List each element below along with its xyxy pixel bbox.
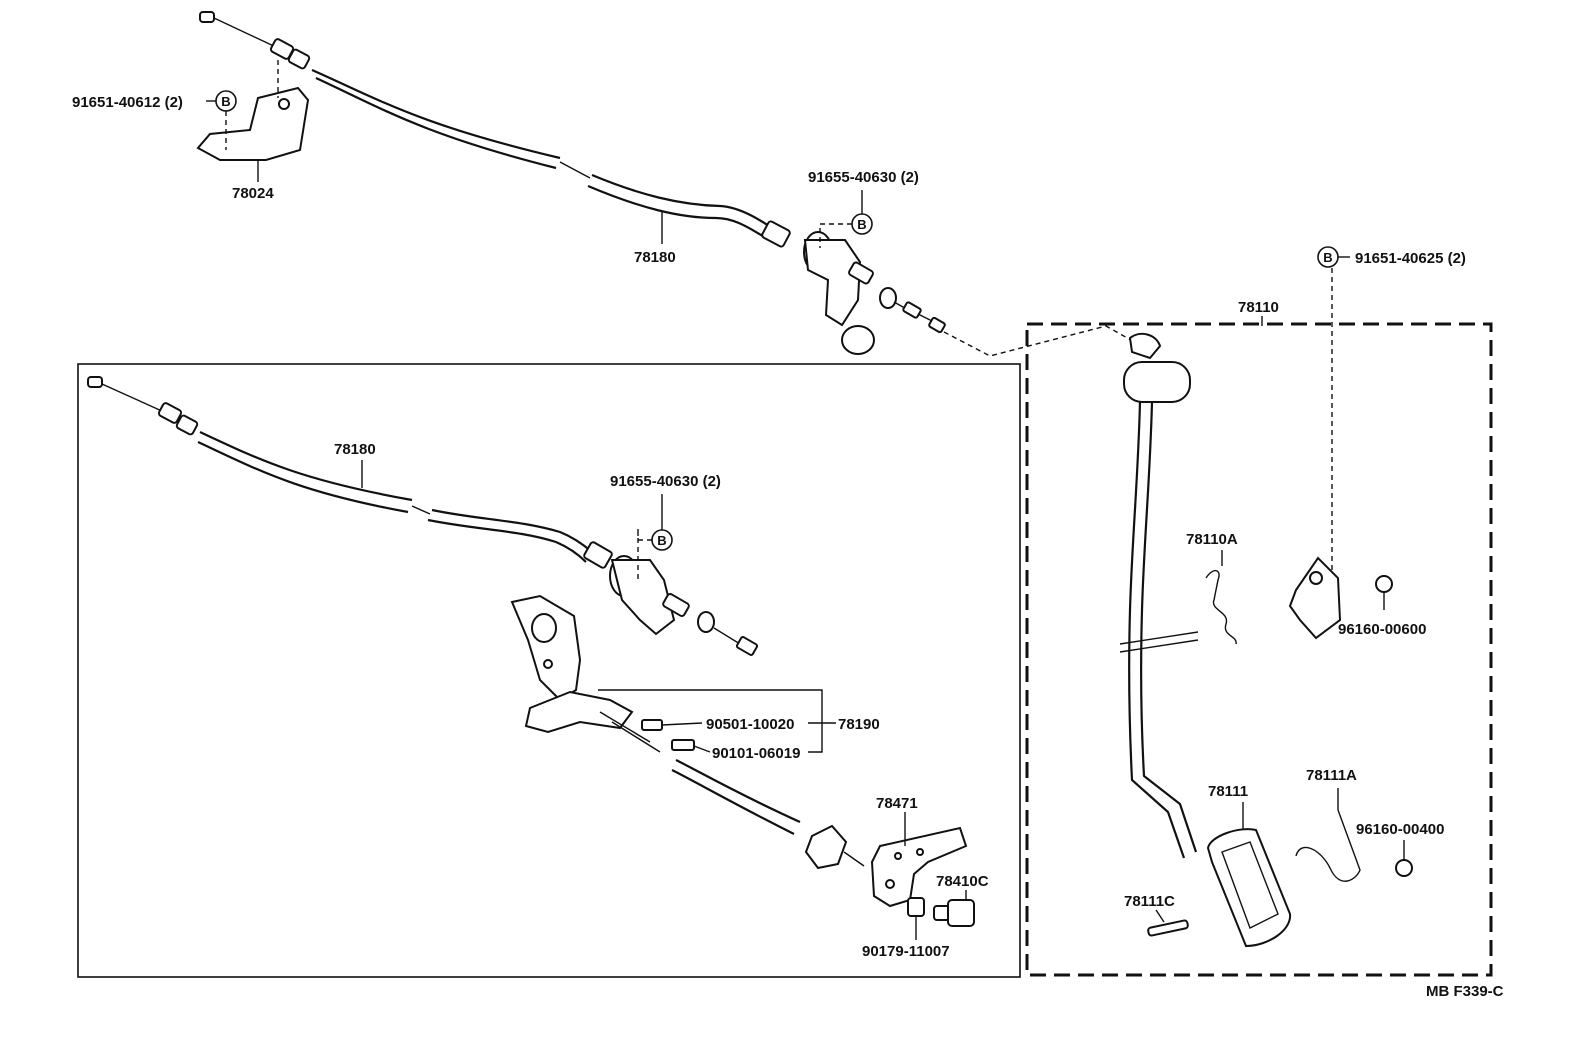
figure-code: MB F339-C — [1426, 983, 1504, 1000]
bracket-78471 — [870, 812, 968, 908]
knob-78410c — [933, 890, 975, 927]
label-screw-90501-10020: 90501-10020 — [706, 716, 794, 733]
callout-b-cable-top: B — [819, 190, 873, 248]
label-pedal-pad-78111: 78111 — [1208, 783, 1248, 800]
bracket-78024 — [196, 60, 310, 161]
pedal-pad-78111 — [1206, 802, 1292, 948]
cable-to-pedal-dashed-line — [943, 325, 1139, 357]
label-bolt-91651-40625: 91651-40625 (2) — [1355, 250, 1466, 267]
clip-96160-00600 — [1375, 575, 1393, 610]
callout-b-inset: B — [637, 494, 673, 580]
label-bracket-78471: 78471 — [876, 795, 918, 812]
label-clip-96160-00400: 96160-00400 — [1356, 821, 1444, 838]
label-cable-78180-top: 78180 — [634, 249, 676, 266]
clip-96160-00400 — [1395, 840, 1413, 877]
callout-b-pedal: B — [1317, 246, 1350, 268]
spring-78110a — [1205, 550, 1237, 645]
spring-78111a — [1295, 788, 1361, 882]
label-link-78190: 78190 — [838, 716, 880, 733]
svg-text:B: B — [1323, 250, 1332, 265]
callout-b-top-left: B — [206, 90, 237, 150]
inset-frame — [77, 363, 1021, 978]
inset-bracket-assembly — [510, 594, 865, 870]
nut-90179 — [907, 897, 925, 940]
svg-text:B: B — [221, 94, 230, 109]
label-spring-78111a: 78111A — [1306, 767, 1357, 784]
label-knob-78410c: 78410C — [936, 873, 989, 890]
link-78190-bracket-line — [598, 689, 823, 753]
label-spring-78110a: 78110A — [1186, 531, 1238, 548]
label-nut-90179-11007: 90179-11007 — [862, 943, 950, 960]
screw-90501 — [641, 719, 703, 731]
top-cable-assembly — [199, 11, 946, 355]
label-bracket-78024: 78024 — [232, 185, 274, 202]
screw-90101 — [671, 739, 711, 753]
svg-text:B: B — [857, 217, 866, 232]
pedal-arm — [1119, 332, 1199, 859]
label-clip-96160-00600: 96160-00600 — [1338, 621, 1426, 638]
label-screw-90101-06019: 90101-06019 — [712, 745, 800, 762]
pin-78111c — [1147, 909, 1189, 937]
label-pedal-assy-78110: 78110 — [1238, 299, 1279, 316]
label-bolt-91655-40630-inset: 91655-40630 (2) — [610, 473, 721, 490]
label-bolt-91651-40612: 91651-40612 (2) — [72, 94, 183, 111]
label-pin-78111c: 78111C — [1124, 893, 1175, 910]
svg-text:B: B — [657, 533, 666, 548]
pedal-assembly-frame — [1025, 322, 1493, 977]
bracket-pedal — [1288, 268, 1342, 640]
label-bolt-91655-40630-top: 91655-40630 (2) — [808, 169, 919, 186]
label-cable-78180-inset: 78180 — [334, 441, 376, 458]
inset-cable-assembly — [87, 376, 759, 656]
